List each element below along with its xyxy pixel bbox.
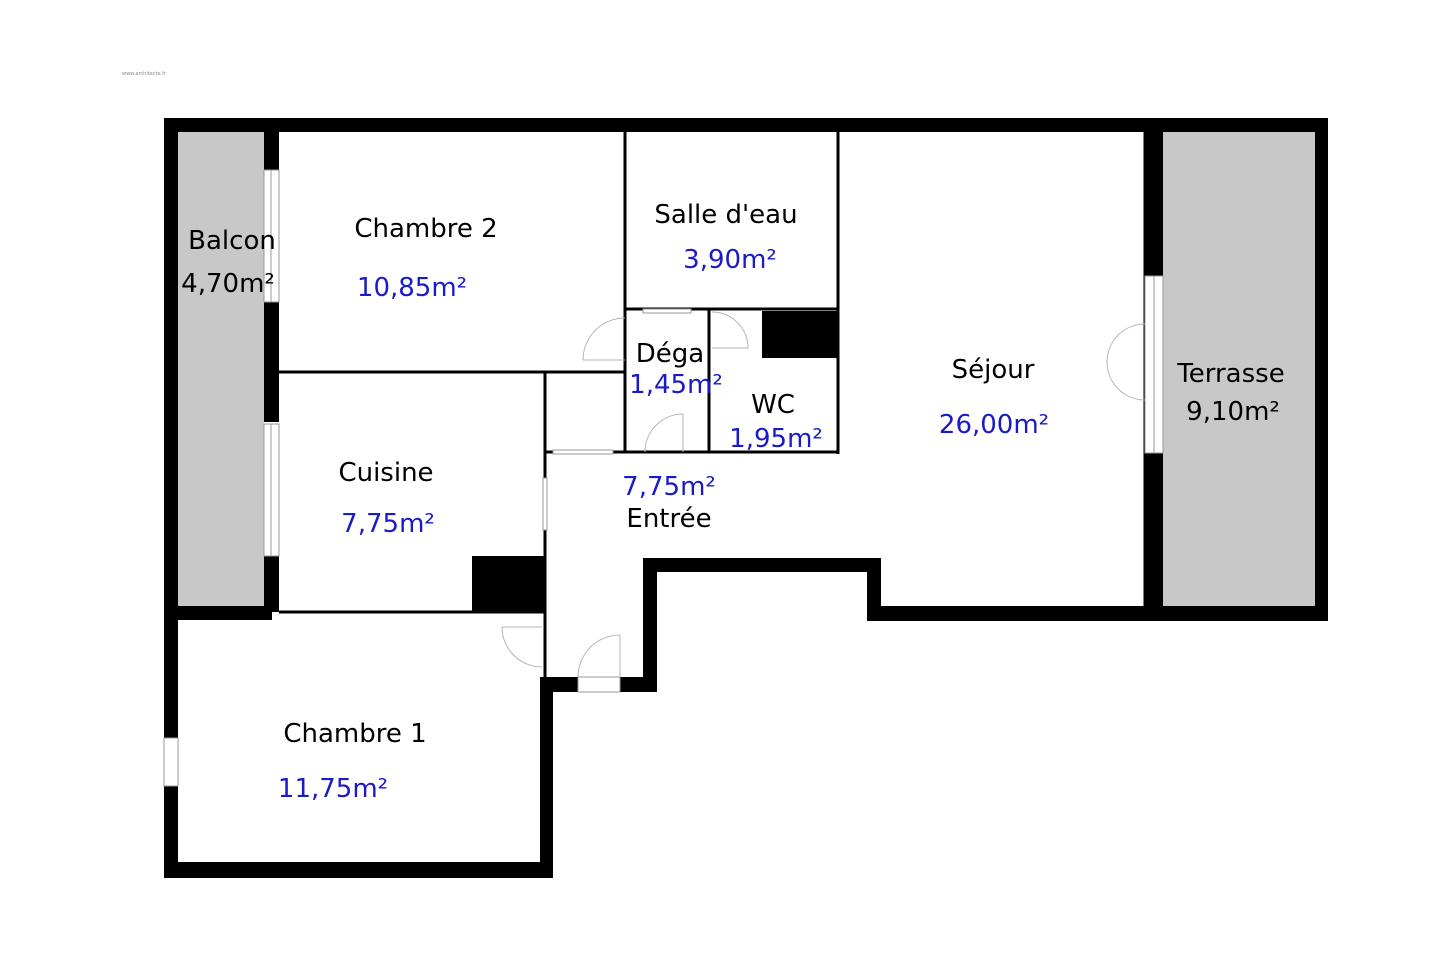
salle-deau-area-label: 3,90m² (683, 245, 777, 275)
balcon-area (178, 132, 264, 606)
wc-name: WC (751, 390, 795, 420)
terrasse-area-label: 9,10m² (1186, 397, 1280, 427)
duct-wc (762, 311, 838, 358)
entree-name: Entrée (626, 504, 711, 534)
terrasse-area (1163, 132, 1315, 606)
duct-cuisine (472, 556, 545, 612)
balcon-area-label: 4,70m² (181, 269, 275, 299)
chambre1-area-label: 11,75m² (278, 774, 388, 804)
balcon-name: Balcon (188, 226, 276, 256)
chambre1-name: Chambre 1 (283, 719, 426, 749)
terrasse-name: Terrasse (1176, 359, 1284, 389)
chambre2-name: Chambre 2 (354, 214, 497, 244)
interior-walls (279, 132, 1147, 680)
chambre2-area-label: 10,85m² (357, 273, 467, 303)
wc-area-label: 1,95m² (729, 424, 823, 454)
windows (163, 169, 1164, 787)
sejour-name: Séjour (952, 355, 1035, 385)
cuisine-area-label: 7,75m² (341, 509, 435, 539)
salle-deau-name: Salle d'eau (654, 200, 797, 230)
facade-walls (164, 132, 1163, 621)
cuisine-name: Cuisine (338, 458, 433, 488)
entree-area-label: 7,75m² (622, 472, 716, 502)
outer-walls (164, 118, 1328, 878)
door-swings (501, 311, 1146, 678)
dega-area-label: 1,45m² (629, 370, 723, 400)
dega-name: Déga (636, 339, 704, 369)
sejour-area-label: 26,00m² (939, 410, 1049, 440)
watermark: www.architecte.fr (122, 71, 166, 77)
